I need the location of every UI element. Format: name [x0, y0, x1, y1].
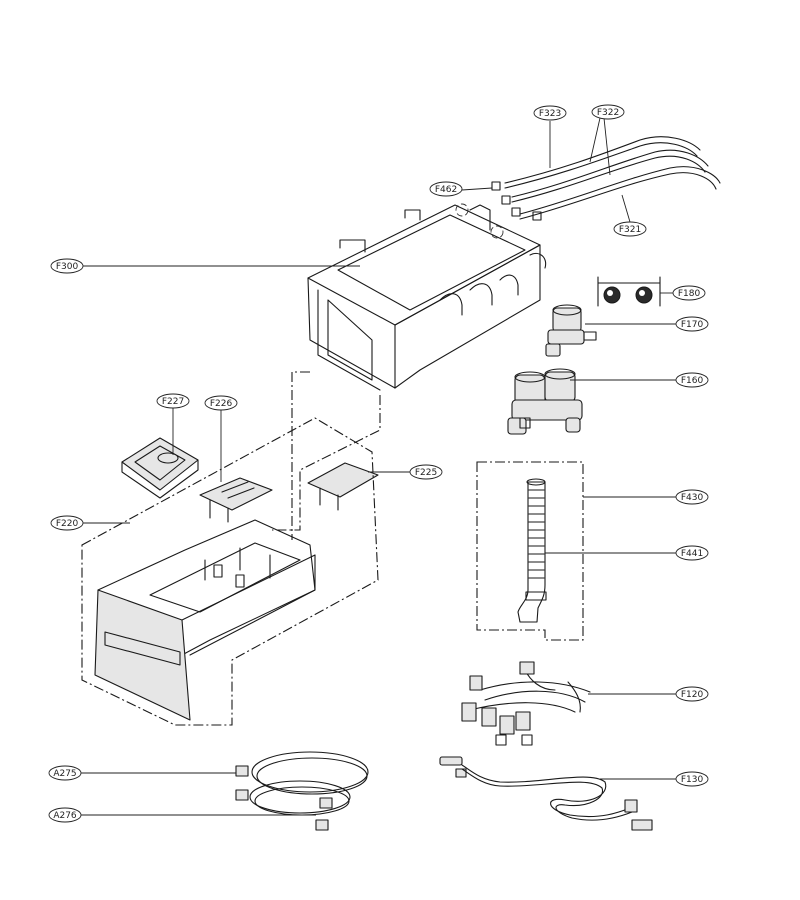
callout-F300: F300 [50, 258, 84, 274]
callout-F225: F225 [409, 464, 443, 480]
callout-F441: F441 [675, 545, 709, 561]
hose-assembly-outline [476, 461, 584, 641]
svg-text:F300: F300 [56, 262, 79, 272]
corrugated-hose-part [517, 478, 547, 623]
filter-caps-part [597, 276, 661, 307]
svg-text:F441: F441 [681, 549, 703, 559]
svg-text:F225: F225 [415, 468, 437, 478]
callout-A276: A276 [48, 807, 82, 823]
svg-text:F220: F220 [56, 519, 79, 529]
drawer-assembly-outline [81, 417, 379, 726]
single-water-valve-part [545, 304, 597, 357]
svg-text:F430: F430 [681, 493, 704, 503]
callout-F227: F227 [156, 393, 190, 409]
svg-text:F227: F227 [162, 397, 184, 407]
wire-harness-2-part [439, 756, 653, 831]
double-water-valve-part [507, 368, 583, 435]
svg-text:F226: F226 [210, 399, 233, 409]
siphon-cap-part [121, 437, 199, 499]
softener-guide-part [199, 477, 273, 523]
cable-a275-part [235, 751, 369, 809]
svg-text:F322: F322 [597, 108, 619, 118]
svg-text:F180: F180 [678, 289, 701, 299]
hose-assembly-part [491, 136, 721, 221]
svg-text:F170: F170 [681, 320, 704, 330]
callout-F323: F323 [533, 105, 567, 121]
callout-A275: A275 [48, 765, 82, 781]
svg-text:F130: F130 [681, 775, 704, 785]
svg-text:A276: A276 [53, 811, 77, 821]
dispenser-housing-part [307, 203, 547, 391]
callout-F120: F120 [675, 686, 709, 702]
callout-F180: F180 [672, 285, 706, 301]
callout-F462: F462 [429, 181, 463, 197]
svg-text:F323: F323 [539, 109, 561, 119]
callout-F160: F160 [675, 372, 709, 388]
svg-text:F321: F321 [619, 225, 641, 235]
callout-F220: F220 [50, 515, 84, 531]
callout-F170: F170 [675, 316, 709, 332]
wire-harness-part [461, 661, 591, 746]
cable-a276-part [235, 780, 351, 831]
svg-text:A275: A275 [53, 769, 76, 779]
callout-F322: F322 [591, 104, 625, 120]
callout-F321: F321 [613, 221, 647, 237]
svg-text:F120: F120 [681, 690, 704, 700]
callout-F130: F130 [675, 771, 709, 787]
callout-F430: F430 [675, 489, 709, 505]
callout-F226: F226 [204, 395, 238, 411]
svg-text:F462: F462 [435, 185, 457, 195]
bleach-guide-part [307, 462, 379, 511]
svg-text:F160: F160 [681, 376, 704, 386]
dispenser-drawer-part [94, 519, 316, 721]
